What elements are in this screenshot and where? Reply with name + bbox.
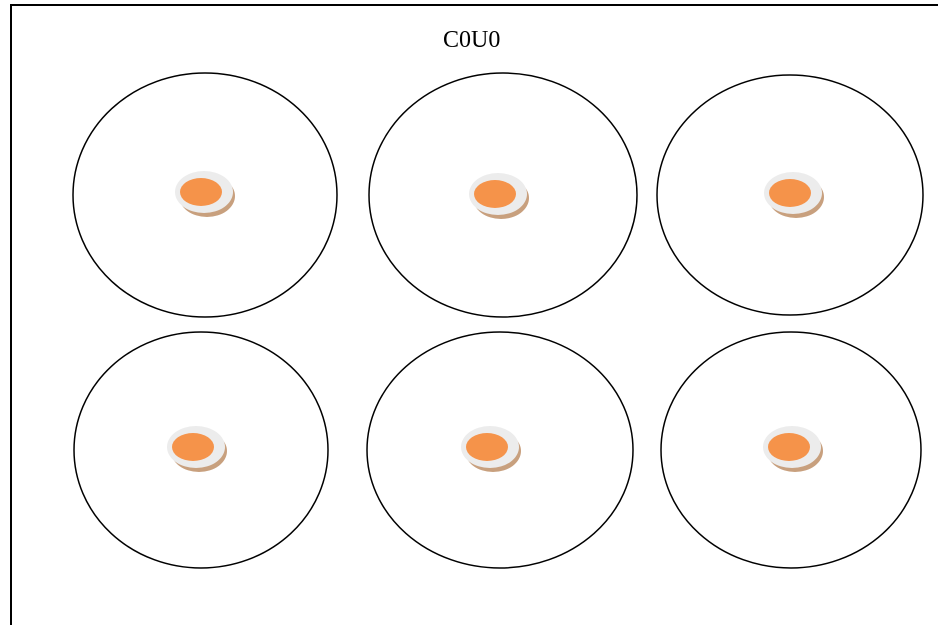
dish-outline (660, 331, 922, 569)
plate-icon (763, 426, 823, 472)
dish-1[interactable] (72, 72, 338, 318)
dish-outline (72, 72, 338, 318)
plate-icon (461, 426, 521, 472)
dish-3[interactable] (656, 74, 924, 316)
dish-4[interactable] (73, 331, 329, 569)
plate-icon (175, 171, 235, 217)
plate-icon (469, 173, 529, 219)
dish-2[interactable] (368, 72, 638, 318)
plate-icon (764, 172, 824, 218)
page-title: C0U0 (443, 27, 501, 53)
canvas-frame (10, 4, 938, 625)
dish-outline (656, 74, 924, 316)
dish-6[interactable] (660, 331, 922, 569)
dish-outline (368, 72, 638, 318)
dish-outline (366, 331, 634, 569)
dish-5[interactable] (366, 331, 634, 569)
dish-outline (73, 331, 329, 569)
plate-icon (167, 426, 227, 472)
